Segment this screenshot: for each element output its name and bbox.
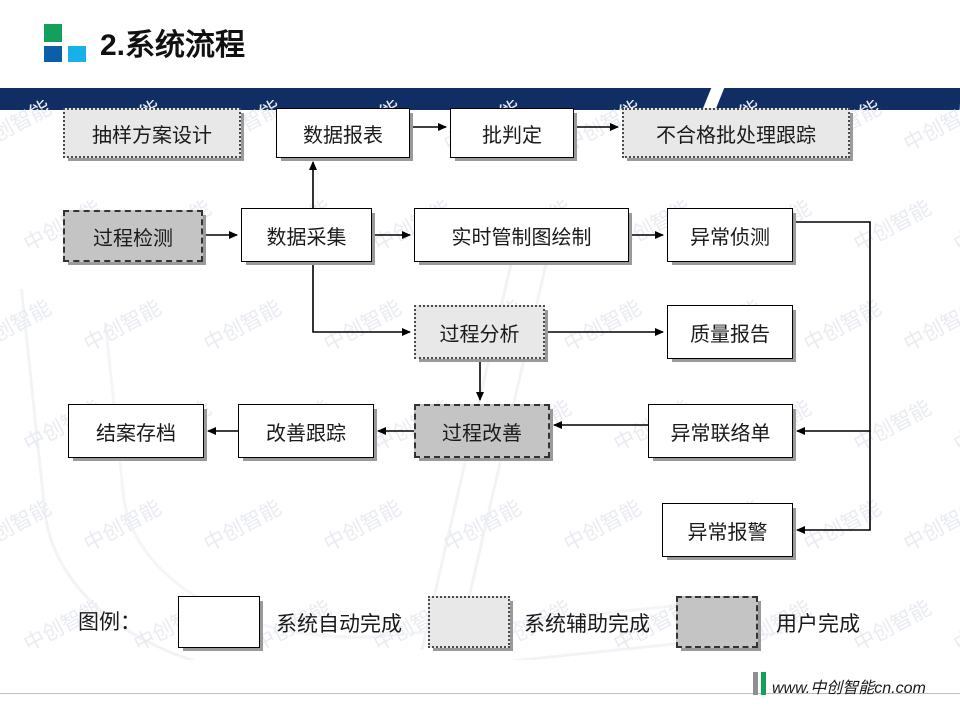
- footer-divider: [0, 693, 960, 694]
- node-case-archive[interactable]: 结案存档: [68, 404, 204, 458]
- footer-bar-green: [761, 672, 766, 695]
- node-label: 抽样方案设计: [92, 124, 212, 147]
- legend-swatch-assist: [428, 596, 510, 648]
- node-process-improve[interactable]: 过程改善: [414, 404, 550, 458]
- node-data-report[interactable]: 数据报表: [276, 108, 410, 158]
- slide-header: 2.系统流程: [0, 0, 960, 92]
- legend-text-auto: 系统自动完成: [276, 613, 402, 636]
- footer-url: www.中创智能cn.com: [772, 680, 926, 697]
- node-label: 异常侦测: [690, 226, 770, 249]
- legend-swatch-user: [676, 596, 758, 648]
- node-lot-judgement[interactable]: 批判定: [450, 108, 574, 158]
- legend-swatch-auto: [178, 596, 260, 648]
- node-process-analysis[interactable]: 过程分析: [414, 305, 545, 359]
- header-accent-bar: [0, 88, 960, 110]
- logo-mark: [44, 24, 90, 62]
- edge-data-collect-to-process-analysis: [312, 262, 411, 336]
- node-label: 不合格批处理跟踪: [656, 124, 816, 147]
- node-label: 过程分析: [439, 323, 520, 346]
- logo-square-blue: [44, 46, 62, 62]
- node-label: 结案存档: [96, 422, 176, 445]
- legend: 图例： 系统自动完成 系统辅助完成 用户完成: [0, 592, 960, 658]
- page-title: 2.系统流程: [100, 29, 246, 62]
- node-label: 批判定: [482, 124, 542, 147]
- footer-bar-gray: [753, 672, 758, 695]
- node-anomaly-alarm[interactable]: 异常报警: [662, 503, 793, 557]
- node-label: 数据报表: [303, 124, 383, 147]
- edge-anomaly-detect-to-anomaly-contact: [793, 221, 871, 435]
- logo-square-cyan: [68, 46, 86, 62]
- legend-text-user: 用户完成: [776, 613, 860, 636]
- node-label: 过程检测: [93, 227, 173, 250]
- node-sampling-plan[interactable]: 抽样方案设计: [63, 108, 241, 158]
- legend-text-assist: 系统辅助完成: [524, 613, 650, 636]
- node-label: 异常联络单: [670, 422, 771, 445]
- node-label: 数据采集: [266, 226, 347, 249]
- legend-label: 图例：: [78, 611, 141, 634]
- node-improve-track[interactable]: 改善跟踪: [238, 404, 374, 458]
- node-label: 改善跟踪: [266, 422, 346, 445]
- node-label: 实时管制图绘制: [451, 226, 592, 249]
- node-anomaly-detect[interactable]: 异常侦测: [667, 208, 793, 262]
- node-label: 质量报告: [690, 323, 770, 346]
- node-label: 异常报警: [687, 521, 768, 544]
- node-anomaly-contact[interactable]: 异常联络单: [648, 404, 793, 458]
- node-label: 过程改善: [442, 422, 522, 445]
- edge-anomaly-detect-to-anomaly-alarm: [796, 431, 871, 534]
- node-data-collect[interactable]: 数据采集: [241, 208, 372, 262]
- node-process-inspect[interactable]: 过程检测: [63, 210, 203, 262]
- node-quality-report[interactable]: 质量报告: [667, 305, 793, 359]
- logo-square-green: [44, 24, 62, 42]
- node-nonconform-track[interactable]: 不合格批处理跟踪: [622, 108, 850, 158]
- node-realtime-chart[interactable]: 实时管制图绘制: [414, 208, 629, 262]
